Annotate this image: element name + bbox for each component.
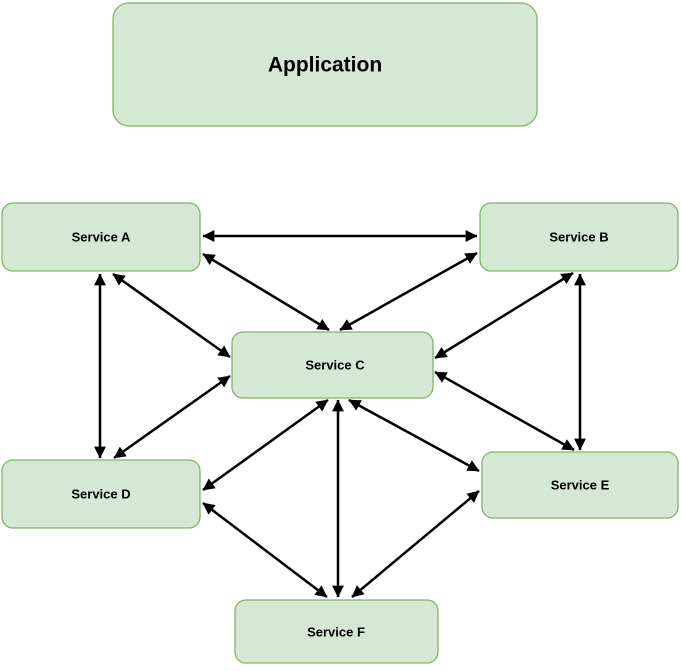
node-service-f: Service F bbox=[234, 599, 439, 664]
edge-service-d-service-c-bottom bbox=[202, 398, 329, 492]
service-f-label: Service F bbox=[307, 625, 365, 640]
node-application: Application bbox=[112, 2, 538, 127]
edge-service-c-service-e-top bbox=[434, 370, 575, 452]
edge-service-e-service-f bbox=[351, 490, 480, 598]
edge-service-c-service-e-left bbox=[348, 398, 480, 473]
edge-service-d-service-c-left bbox=[113, 374, 231, 460]
node-service-a: Service A bbox=[1, 202, 201, 272]
service-c-box bbox=[231, 331, 434, 399]
node-service-e: Service E bbox=[481, 451, 679, 519]
service-a-box bbox=[1, 202, 201, 272]
edges-layer bbox=[94, 230, 586, 598]
edge-service-b-service-c-top bbox=[339, 251, 478, 332]
edge-service-d-service-f bbox=[202, 502, 328, 598]
edge-service-a-service-c-top bbox=[202, 252, 330, 332]
node-service-c: Service C bbox=[231, 331, 434, 399]
service-e-box bbox=[481, 451, 679, 519]
service-d-box bbox=[1, 459, 201, 529]
service-f-box bbox=[234, 599, 439, 664]
service-b-box bbox=[479, 202, 679, 272]
edge-service-a-service-c-left bbox=[112, 272, 231, 359]
application-box bbox=[112, 2, 538, 127]
node-service-b: Service B bbox=[479, 202, 679, 272]
application-label: Application bbox=[268, 54, 382, 77]
service-a-label: Service A bbox=[72, 230, 131, 245]
service-c-label: Service C bbox=[305, 358, 365, 373]
service-d-label: Service D bbox=[71, 487, 130, 502]
service-e-label: Service E bbox=[551, 478, 610, 493]
edge-service-b-service-c-right bbox=[434, 271, 574, 360]
service-b-label: Service B bbox=[549, 230, 608, 245]
node-service-d: Service D bbox=[1, 459, 201, 529]
